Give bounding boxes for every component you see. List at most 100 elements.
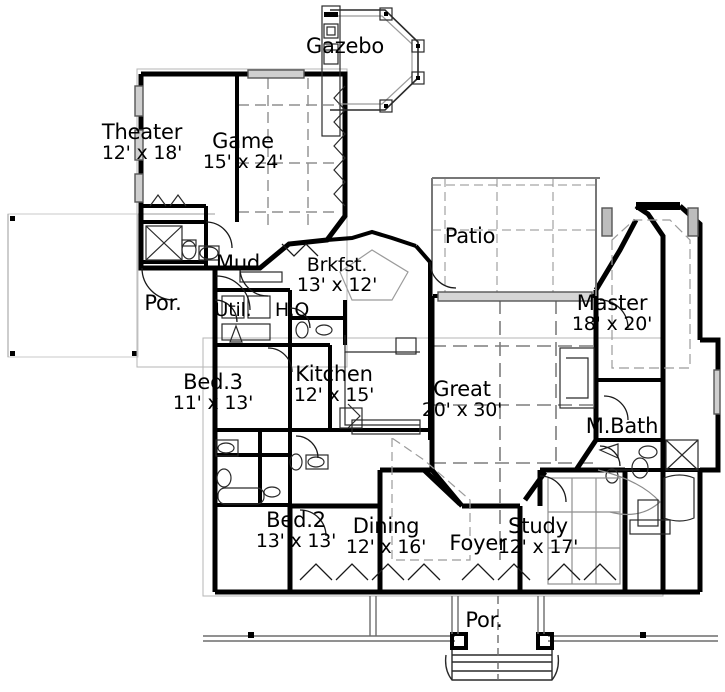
mud-bench — [239, 271, 283, 283]
door-arc-brkfst — [429, 261, 457, 289]
gazebo-post-ne — [379, 7, 393, 21]
room-label-mbath: M.Bath — [575, 416, 669, 437]
porch-column-l — [450, 632, 468, 650]
toilet-tank — [181, 239, 197, 247]
kitchen-counter-w — [344, 352, 420, 426]
room-name-text: Master — [576, 291, 648, 315]
outdoor-sink — [323, 23, 339, 39]
door-bed2-exterior-b — [335, 563, 369, 581]
gazebo-post-dot — [384, 104, 388, 108]
mbath-sink-1 — [638, 445, 658, 459]
room-label-porch-front: Por. — [456, 610, 512, 631]
room-dimension-text: 12' x 15' — [293, 384, 375, 406]
room-name-text: Theater — [101, 120, 183, 144]
wall-brkfst-bay-n — [326, 229, 417, 248]
door-arc-theater-bath — [205, 221, 233, 249]
porch-post-dot-l — [248, 632, 254, 638]
step-tread-1 — [444, 654, 560, 681]
room-dimension-text: 13' x 13' — [255, 530, 337, 552]
overhang-upper-left — [136, 68, 348, 368]
door-arc-bed3-bath — [295, 435, 319, 459]
post-marker — [10, 351, 15, 356]
linen-shelf — [629, 519, 671, 535]
room-dimension-text: 18' x 20' — [571, 313, 653, 335]
window-mbath-e — [713, 369, 721, 415]
room-dimension-text: 20' x 30' — [421, 399, 503, 421]
room-name-text: Study — [508, 514, 568, 538]
window-master-n — [636, 202, 680, 210]
door-arc-mbath — [603, 395, 629, 421]
room-name-text: M.Bath — [585, 414, 659, 438]
gazebo-post-s — [379, 99, 393, 113]
gazebo-post-e — [411, 39, 425, 53]
doors-group — [141, 221, 629, 581]
mbath-tub-curve — [597, 469, 661, 515]
mech-unit — [637, 499, 659, 527]
window-game-n — [247, 69, 305, 79]
wall-master-sw-angle — [593, 218, 639, 292]
door-entry-b — [497, 563, 531, 581]
outdoor-grill — [324, 12, 338, 17]
front-steps-group — [444, 648, 560, 681]
util-counter — [221, 323, 271, 341]
door-arc-master — [599, 299, 629, 329]
room-label-patio: Patio — [431, 226, 509, 247]
great-room-beam-grid — [432, 300, 600, 560]
mbath-shower — [665, 439, 699, 471]
master-tray-ceiling — [611, 219, 691, 369]
powder-toilet — [295, 321, 309, 339]
room-name-text: Brkfst. — [306, 254, 368, 276]
room-name-text: Gazebo — [305, 34, 385, 58]
room-name-text: Great — [433, 377, 491, 401]
room-name-text: Foyer — [449, 531, 507, 555]
interior-walls-group — [141, 74, 700, 507]
outdoor-kitchen-counter — [321, 5, 341, 137]
gazebo-inner — [338, 15, 413, 105]
room-label-util: Util. — [205, 301, 261, 320]
hall-sink-b — [263, 486, 281, 498]
room-name-text: Game — [212, 129, 274, 153]
room-dimension-text: 12' x 18' — [101, 142, 183, 164]
window-master-ne — [687, 207, 699, 237]
hall-vanity-b — [305, 454, 329, 470]
room-label-gazebo: Gazebo — [290, 36, 400, 57]
room-label-mud: Mud — [206, 253, 270, 274]
hall-toilet-a — [216, 468, 232, 488]
theater-fixture-b — [169, 193, 187, 207]
door-french-foyer-b — [407, 563, 441, 581]
outdoor-fridge — [323, 43, 339, 65]
dryer-icon — [247, 295, 271, 319]
door-arc-bed3 — [267, 347, 293, 373]
room-label-half-bath: H.O — [265, 301, 319, 320]
window-wall-patio-great — [437, 291, 593, 302]
washer-icon — [221, 295, 245, 319]
shower-x2 — [145, 225, 183, 261]
room-label-brkfst: Brkfst.13' x 12' — [288, 256, 386, 295]
window-theater-2 — [134, 129, 144, 161]
gazebo-post-dot — [416, 76, 420, 80]
hall-sink-a — [217, 442, 235, 454]
cooktop-icon — [395, 337, 417, 355]
theater-fixture-a — [149, 193, 167, 207]
room-name-text: Util. — [214, 299, 252, 321]
window-theater-3 — [134, 173, 144, 203]
door-study-exterior-a — [547, 563, 581, 581]
room-name-text: H.O — [274, 299, 310, 321]
room-label-foyer: Foyer — [440, 533, 516, 554]
window-master-nw — [601, 207, 613, 237]
door-french-foyer-a — [371, 563, 405, 581]
fixture-detail-group — [145, 5, 699, 585]
door-entry-a — [461, 563, 495, 581]
sink-icon — [199, 246, 219, 260]
room-name-text: Por. — [465, 608, 503, 632]
room-dimension-text: 12' x 16' — [345, 536, 427, 558]
door-bed2-exterior — [299, 563, 333, 581]
porch-post-dot-r — [640, 632, 646, 638]
room-dimension-text: 11' x 13' — [172, 392, 254, 414]
